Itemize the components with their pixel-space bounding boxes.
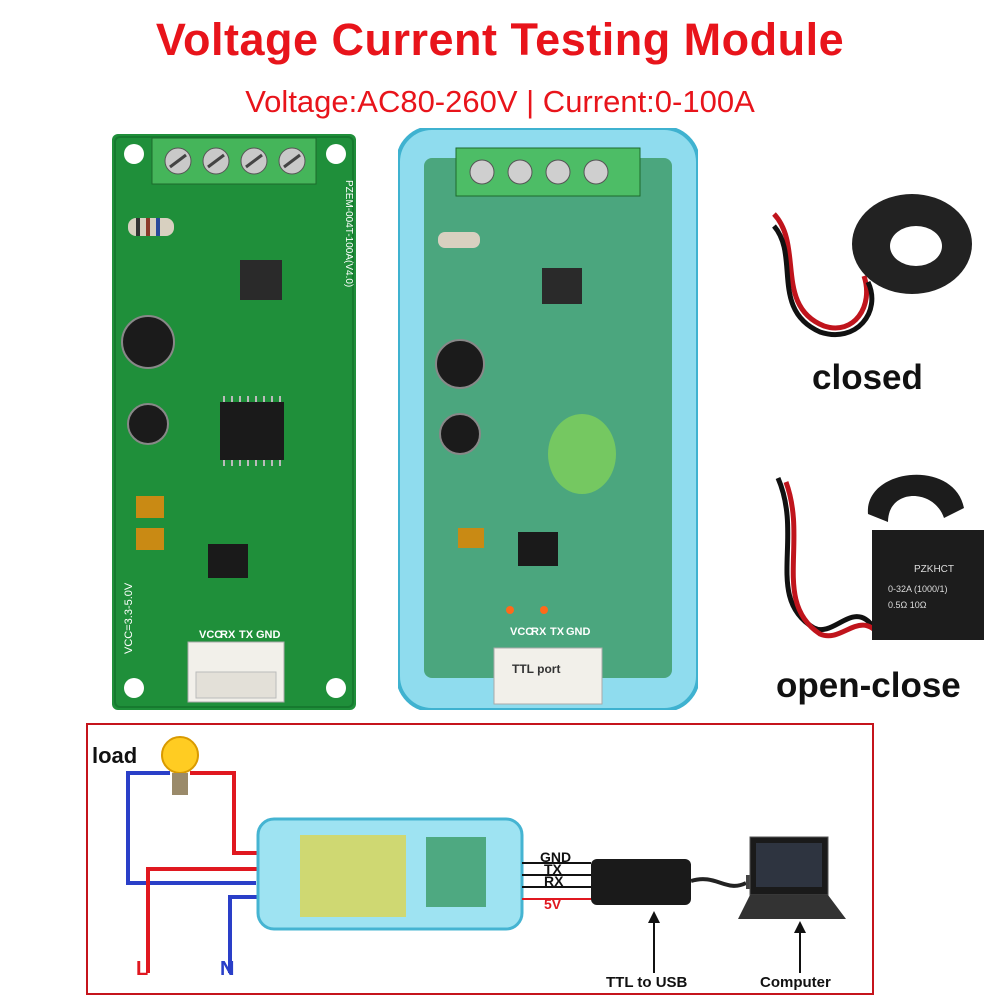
cased-pcb-module: VCC RX TX GND TTL port <box>398 128 698 710</box>
cased-pin-rx: RX <box>531 626 547 638</box>
ttl-usb-label: TTL to USB <box>606 974 688 991</box>
page-subtitle: Voltage:AC80-260V | Current:0-100A <box>245 84 755 119</box>
bare-pin-rx: RX <box>220 629 236 641</box>
neutral-label: N <box>220 958 234 980</box>
ct-spec-1: 0-32A (1000/1) <box>888 584 948 594</box>
closed-label: closed <box>812 358 923 397</box>
cased-pin-gnd: GND <box>566 626 591 638</box>
bare-model-label: PZEM-004T-100A(V4.0) <box>343 180 354 287</box>
ct-spec-2: 0.5Ω 10Ω <box>888 600 927 610</box>
line-label: L <box>136 958 148 980</box>
cased-pin-tx: TX <box>550 626 565 638</box>
light-bulb-icon <box>161 736 199 795</box>
cased-pin-vcc: VCC <box>510 626 533 638</box>
terminal-block <box>151 137 317 185</box>
open-close-label: open-close <box>776 666 961 705</box>
split-core-ct-sensor: PZKHCT 0-32A (1000/1) 0.5Ω 10Ω <box>775 474 984 640</box>
closed-ct-sensor <box>772 194 972 337</box>
bare-pin-gnd: GND <box>256 629 281 641</box>
ct-brand: PZKHCT <box>914 564 954 575</box>
wiring-diagram-frame <box>86 723 874 995</box>
signal-rx: RX <box>544 873 564 889</box>
bare-pin-vcc: VCC <box>199 629 222 641</box>
bare-pin-tx: TX <box>239 629 254 641</box>
signal-tx: TX <box>544 861 563 877</box>
ttl-port-label: TTL port <box>512 662 560 676</box>
laptop-icon <box>738 836 846 919</box>
signal-gnd: GND <box>540 849 571 865</box>
usb-adapter-icon <box>591 859 766 905</box>
load-label: load <box>92 743 137 768</box>
bare-vcc-label: VCC=3.3-5.0V <box>123 582 135 654</box>
computer-label: Computer <box>760 974 831 991</box>
signal-5v: 5V <box>544 896 562 912</box>
bare-pcb-board: VCC RX TX GND PZEM-004T-100A(V4.0) VCC=3… <box>112 134 356 710</box>
page-title: Voltage Current Testing Module <box>155 14 845 65</box>
wiring-diagram: load GND TX RX 5V L N TTL to USB Compute… <box>92 736 846 991</box>
